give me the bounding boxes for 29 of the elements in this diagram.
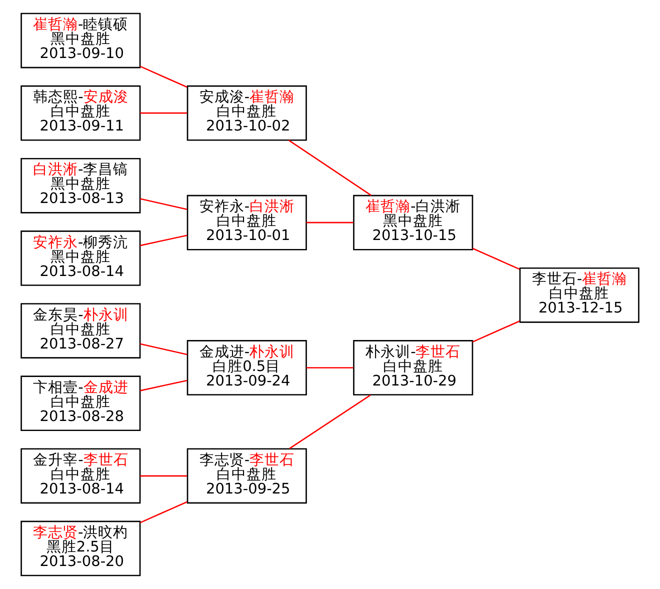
node-box: 崔哲瀚-睦镇硕 黑中盘胜 2013-09-10	[20, 12, 141, 68]
node-box: 金成进-朴永训 白胜0.5目 2013-09-24	[186, 340, 307, 396]
node-box: 安祚永-白洪淅 白中盘胜 2013-10-01	[186, 194, 307, 250]
connector	[140, 112, 188, 114]
connector	[140, 198, 188, 210]
connector	[472, 248, 520, 270]
connector	[140, 475, 188, 477]
node-box: 李志贤-洪旼杓 黑胜2.5目 2013-08-20	[20, 520, 141, 576]
connector	[140, 66, 188, 88]
node-box: 安祚永-柳秀沆 黑中盘胜 2013-08-14	[20, 230, 141, 286]
connector	[140, 234, 188, 246]
node-box: 韩态熙-安成浚 白中盘胜 2013-09-11	[20, 85, 141, 141]
connector	[306, 222, 354, 224]
node-box: 卞相壹-金成进 白中盘胜 2013-08-28	[20, 376, 141, 432]
connector	[140, 380, 188, 392]
connector	[289, 394, 371, 450]
node-box: 李世石-崔哲瀚 白中盘胜 2013-12-15	[519, 267, 640, 323]
node-box: 崔哲瀚-白洪淅 黑中盘胜 2013-10-15	[353, 194, 474, 250]
node-box: 金升宰-李世石 白中盘胜 2013-08-14	[20, 448, 141, 504]
connector	[472, 320, 520, 343]
connector	[140, 501, 188, 524]
node-box: 金东昊-朴永训 白中盘胜 2013-08-27	[20, 303, 141, 358]
node-box: 朴永训-李世石 白中盘胜 2013-10-29	[353, 340, 474, 396]
node-box: 安成浚-崔哲瀚 白中盘胜 2013-10-02	[186, 85, 307, 141]
connector	[140, 343, 188, 356]
node-box: 白洪淅-李昌镐 黑中盘胜 2013-08-13	[20, 158, 141, 214]
connector	[288, 140, 372, 196]
node-box: 李志贤-李世石 白中盘胜 2013-09-25	[186, 448, 307, 504]
connector	[306, 367, 354, 368]
